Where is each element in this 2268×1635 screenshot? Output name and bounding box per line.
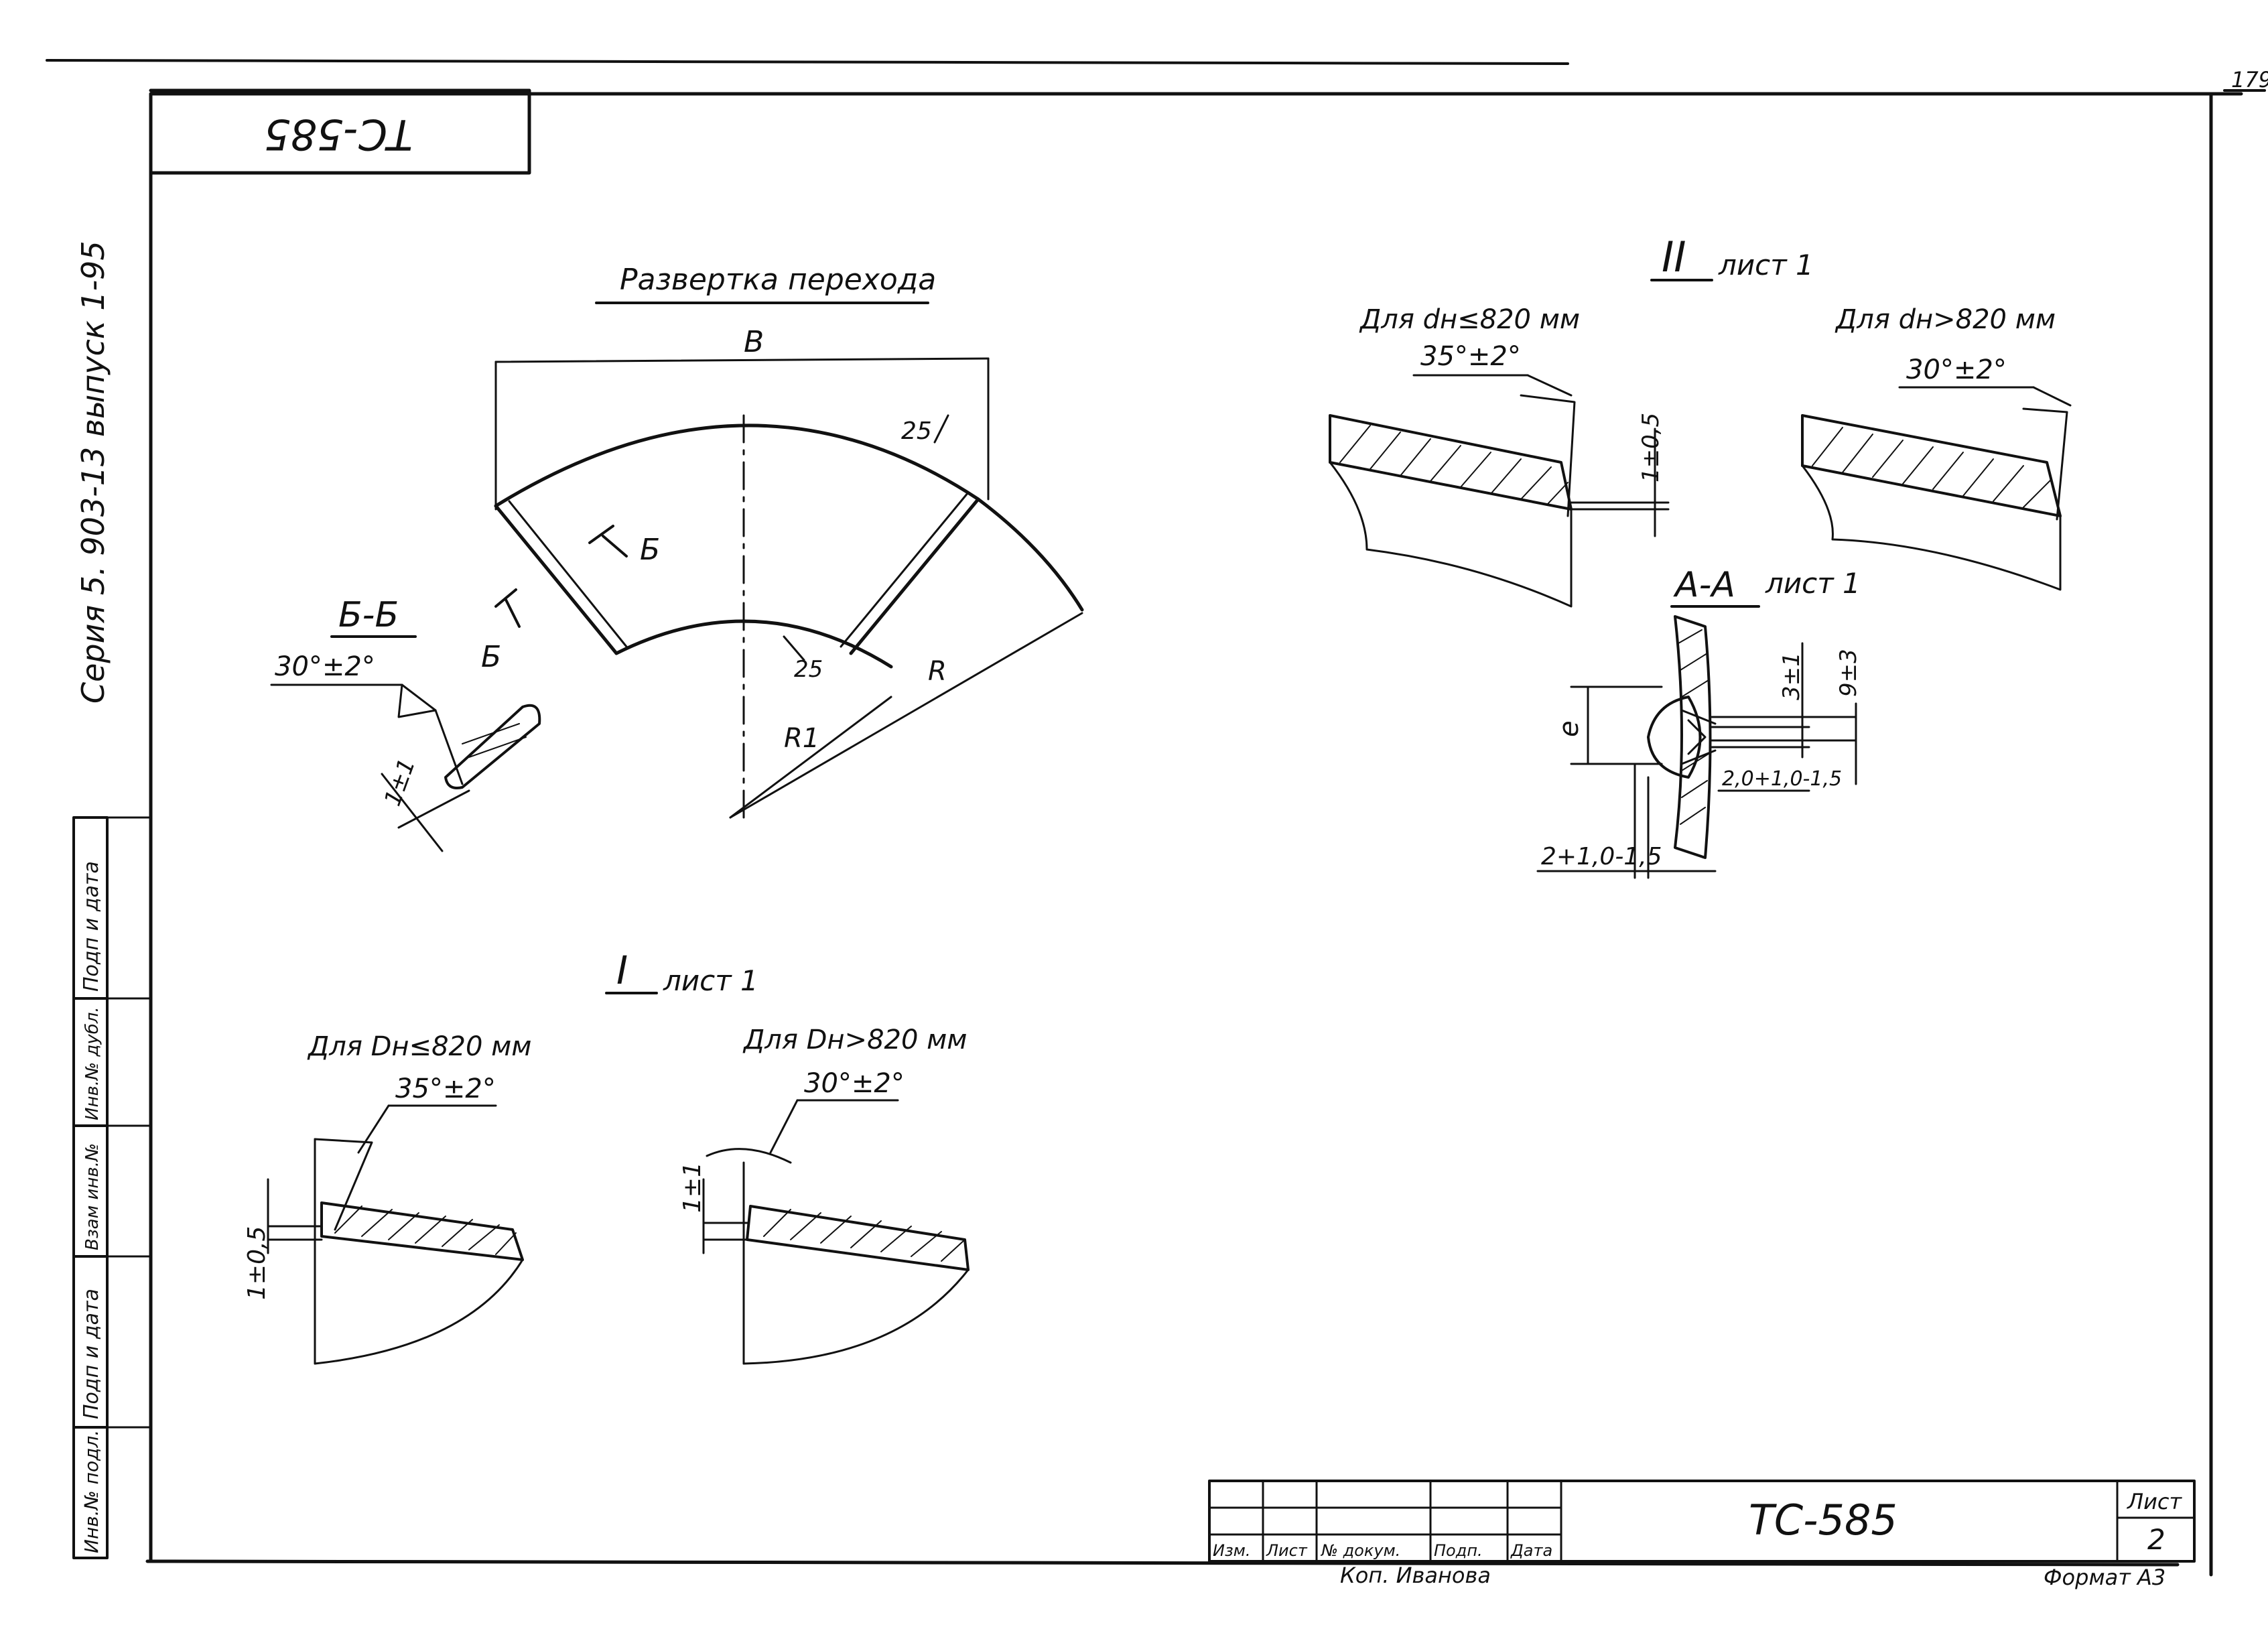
weld-bead [1647, 696, 1702, 779]
tb-header-list: Лист [1266, 1541, 1308, 1560]
section-BB-gap: 1±1 [379, 755, 421, 809]
section-AA-dim-2-0: 2,0+1,0-1,5 [1722, 767, 1842, 791]
tb-header-doc: № докум. [1320, 1541, 1400, 1560]
inner-arc [614, 619, 893, 669]
outer-arc [494, 423, 1084, 612]
section-AA-dim-2: 2+1,0-1,5 [1541, 843, 1662, 870]
detail-I-right-plate [746, 1205, 970, 1271]
tb-sheet-label: Лист [2127, 1489, 2182, 1514]
title-block: Изм. Лист № докум. Подп. Дата ТС-585 Лис… [1208, 1480, 2196, 1590]
section-AA-dim-3: 3±1 [1778, 652, 1805, 700]
format-label: Формат А3 [2044, 1565, 2165, 1590]
label-25-outer: 25 [901, 417, 932, 445]
top-border-line [46, 59, 1569, 65]
tb-header-sign: Подп. [1434, 1541, 1483, 1560]
tb-header-date: Дата [1510, 1541, 1552, 1560]
detail-II-right-caption: Для dн>820 мм [1835, 304, 2056, 335]
detail-I-left-angle: 35°±2° [395, 1073, 496, 1104]
development-title: Развертка перехода [620, 263, 936, 297]
section-BB-title: Б-Б [338, 595, 399, 635]
page-number: 179 [2231, 67, 2268, 92]
label-25-inner: 25 [794, 656, 823, 683]
detail-II-left-dim: 1±0,5 [1638, 413, 1664, 482]
stamp-field-2: Инв.№ дубл. [82, 1006, 103, 1120]
detail-II: II лист 1 Для dн≤820 мм 35°±2° 1±0,5 Для… [1329, 233, 2072, 608]
tb-sheet-number: 2 [2147, 1523, 2165, 1556]
detail-I-title: I [616, 947, 628, 993]
stamp-field-3: Взам инв.№ [82, 1143, 103, 1250]
detail-I-sheet: лист 1 [663, 964, 758, 997]
sheet-frame [145, 92, 2243, 1577]
section-BB-angle: 30°±2° [275, 651, 375, 682]
stamp-field-5: Инв.№ подл. [80, 1430, 103, 1553]
tb-header-izm: Изм. [1213, 1541, 1250, 1560]
dim-B: B [744, 325, 764, 359]
section-BB: Б-Б 30°±2° 1±1 [270, 595, 541, 852]
tb-copied-by: Коп. Иванова [1340, 1563, 1491, 1588]
section-AA-plate [1674, 615, 1712, 859]
detail-I: I лист 1 Для Dн≤820 мм 35°±2° 1±0,5 Для … [243, 947, 970, 1365]
detail-II-right-angle: 30°±2° [1906, 354, 2007, 385]
detail-II-right-plate [1801, 414, 2062, 517]
label-R: R [928, 656, 947, 687]
plate-BB [444, 704, 541, 789]
stamp-field-4: Подп и дата [80, 1289, 103, 1419]
detail-I-right-caption: Для Dн>820 мм [742, 1025, 967, 1055]
cut-label-2: Б [481, 640, 501, 674]
section-AA-dim-e: e [1554, 720, 1585, 737]
series-text: Серия 5. 903-13 выпуск 1-95 [75, 241, 111, 704]
stamp-field-1: Подп и дата [80, 861, 103, 992]
tb-designation: ТС-585 [1749, 1496, 1897, 1545]
detail-II-title: II [1662, 233, 1686, 281]
corner-code-box: TC-585 [149, 88, 531, 175]
corner-code-text: TC-585 [264, 110, 413, 159]
label-R1: R1 [784, 723, 819, 754]
detail-I-left-caption: Для Dн≤820 мм [307, 1031, 531, 1062]
development-view: Развертка перехода B R1 R 25 25 Б Б [481, 263, 1084, 819]
detail-II-left-angle: 35°±2° [1420, 341, 1521, 372]
section-AA-sheet: лист 1 [1765, 567, 1861, 600]
cut-label-1: Б [640, 533, 660, 567]
section-AA: А-А лист 1 e 3±1 9±3 2,0+1,0-1,5 2+1,0-1… [1536, 565, 1862, 879]
section-AA-title: А-А [1673, 565, 1735, 605]
detail-I-left-dim: 1±0,5 [243, 1226, 271, 1300]
detail-II-sheet: лист 1 [1718, 249, 1814, 281]
stamp-column: Подп и дата Инв.№ дубл. Взам инв.№ Подп … [72, 816, 152, 1559]
detail-I-right-dim: 1±1 [679, 1162, 706, 1213]
section-AA-dim-9: 9±3 [1835, 649, 1862, 697]
detail-II-left-caption: Для dн≤820 мм [1359, 304, 1580, 335]
detail-I-right-angle: 30°±2° [804, 1068, 905, 1099]
